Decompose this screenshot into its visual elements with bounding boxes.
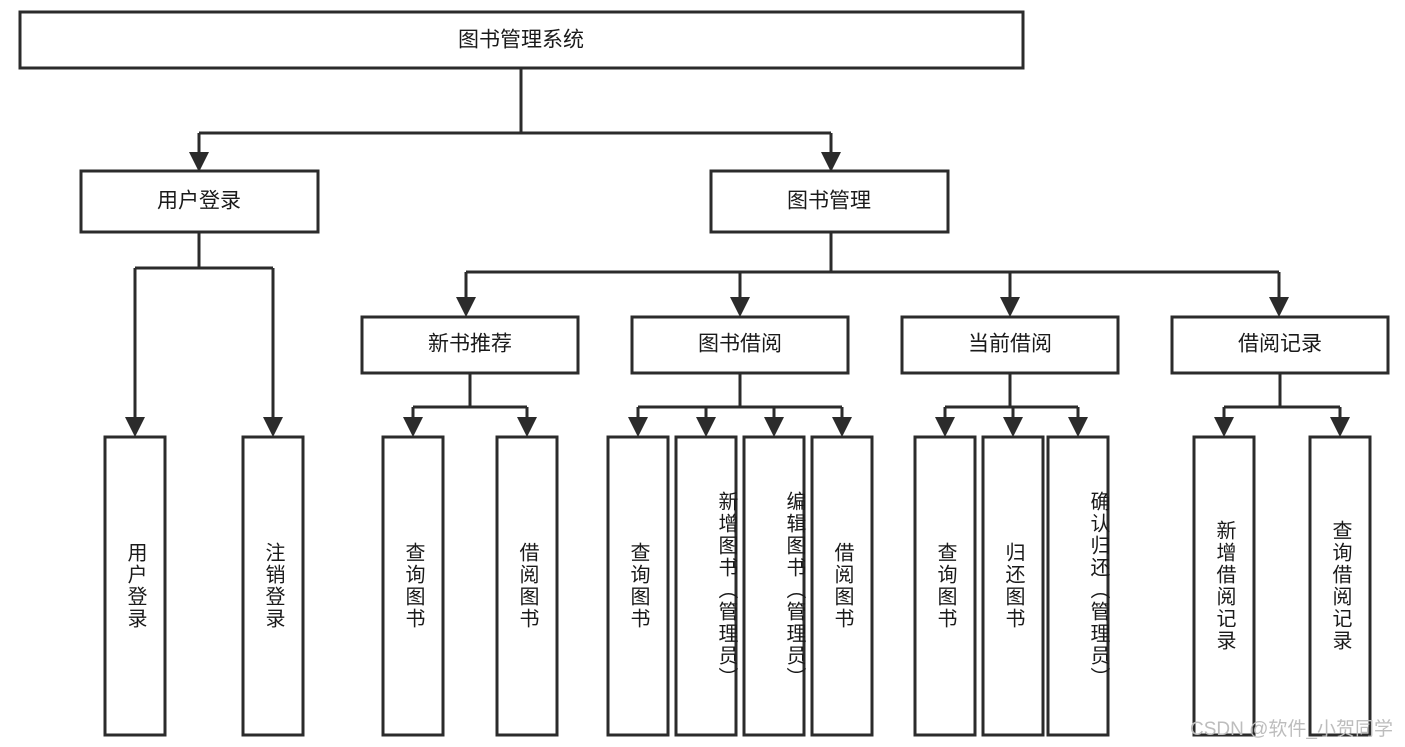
leaf-box-current-borrow-3[interactable] xyxy=(1046,435,1110,737)
arrow-head-leaf-nb-2 xyxy=(517,417,537,437)
connector-layer xyxy=(125,68,1350,437)
arrow-head-leaf-nb-1 xyxy=(403,417,423,437)
arrow-head-leaf-bb-2 xyxy=(696,417,716,437)
leaf-box-book-borrow-3[interactable] xyxy=(742,435,806,737)
node-book-manage[interactable]: 图书管理 xyxy=(709,169,950,234)
node-user-login[interactable]: 用户登录 xyxy=(79,169,320,234)
node-borrow-record-label: 借阅记录 xyxy=(1238,333,1322,356)
leaf-box-book-borrow-1[interactable] xyxy=(606,435,670,737)
arrow-head-leaf-cb-3 xyxy=(1068,417,1088,437)
leaf-box-current-borrow-2[interactable] xyxy=(981,435,1045,737)
node-new-book-recommend-box[interactable] xyxy=(360,315,580,375)
leaf-box-book-borrow-4[interactable] xyxy=(810,435,874,737)
leaf-box-new-book-2[interactable] xyxy=(495,435,559,737)
arrow-head-leaf-cb-2 xyxy=(1003,417,1023,437)
arrow-head-to-new-book xyxy=(456,297,476,317)
arrow-head-leaf-br-2 xyxy=(1330,417,1350,437)
arrow-head-to-user-login xyxy=(189,152,209,172)
arrow-head-to-current-borrow xyxy=(1000,297,1020,317)
node-layer: 图书管理系统 用户登录 图书管理 新书推荐 图书借阅 当前 xyxy=(18,10,1390,737)
node-new-book-recommend-label: 新书推荐 xyxy=(428,333,512,356)
node-current-borrow-label: 当前借阅 xyxy=(968,333,1052,356)
arrow-head-leaf-bb-1 xyxy=(628,417,648,437)
node-user-login-label: 用户登录 xyxy=(157,190,241,213)
arrow-head-leaf-cb-1 xyxy=(935,417,955,437)
arrow-head-to-borrow-record xyxy=(1269,297,1289,317)
leaf-box-user-login-2[interactable] xyxy=(241,435,305,737)
node-book-manage-label: 图书管理 xyxy=(787,190,871,213)
arrow-head-leaf-bb-4 xyxy=(832,417,852,437)
watermark-text: CSDN @软件_小贺同学 xyxy=(1190,719,1393,740)
node-user-login-box[interactable] xyxy=(79,169,320,234)
node-book-borrow-box[interactable] xyxy=(630,315,850,375)
node-book-borrow-label: 图书借阅 xyxy=(698,333,782,356)
arrow-head-leaf-bb-3 xyxy=(764,417,784,437)
node-current-borrow[interactable]: 当前借阅 xyxy=(900,315,1120,375)
node-book-borrow[interactable]: 图书借阅 xyxy=(630,315,850,375)
node-root[interactable]: 图书管理系统 xyxy=(18,10,1025,70)
node-book-manage-box[interactable] xyxy=(709,169,950,234)
leaf-box-current-borrow-1[interactable] xyxy=(913,435,977,737)
leaf-box-user-login-1[interactable] xyxy=(103,435,167,737)
arrow-head-leaf-userlogin-1 xyxy=(125,417,145,437)
node-root-label: 图书管理系统 xyxy=(458,29,584,52)
leaf-box-new-book-1[interactable] xyxy=(381,435,445,737)
node-new-book-recommend[interactable]: 新书推荐 xyxy=(360,315,580,375)
arrow-head-leaf-userlogin-2 xyxy=(263,417,283,437)
node-borrow-record[interactable]: 借阅记录 xyxy=(1170,315,1390,375)
leaf-box-borrow-record-1[interactable] xyxy=(1192,435,1256,737)
arrow-head-to-book-manage xyxy=(821,152,841,172)
node-current-borrow-box[interactable] xyxy=(900,315,1120,375)
leaf-box-book-borrow-2[interactable] xyxy=(674,435,738,737)
node-borrow-record-box[interactable] xyxy=(1170,315,1390,375)
arrow-head-to-book-borrow xyxy=(730,297,750,317)
arrow-head-leaf-br-1 xyxy=(1214,417,1234,437)
node-root-box[interactable] xyxy=(18,10,1025,70)
leaf-box-borrow-record-2[interactable] xyxy=(1308,435,1372,737)
